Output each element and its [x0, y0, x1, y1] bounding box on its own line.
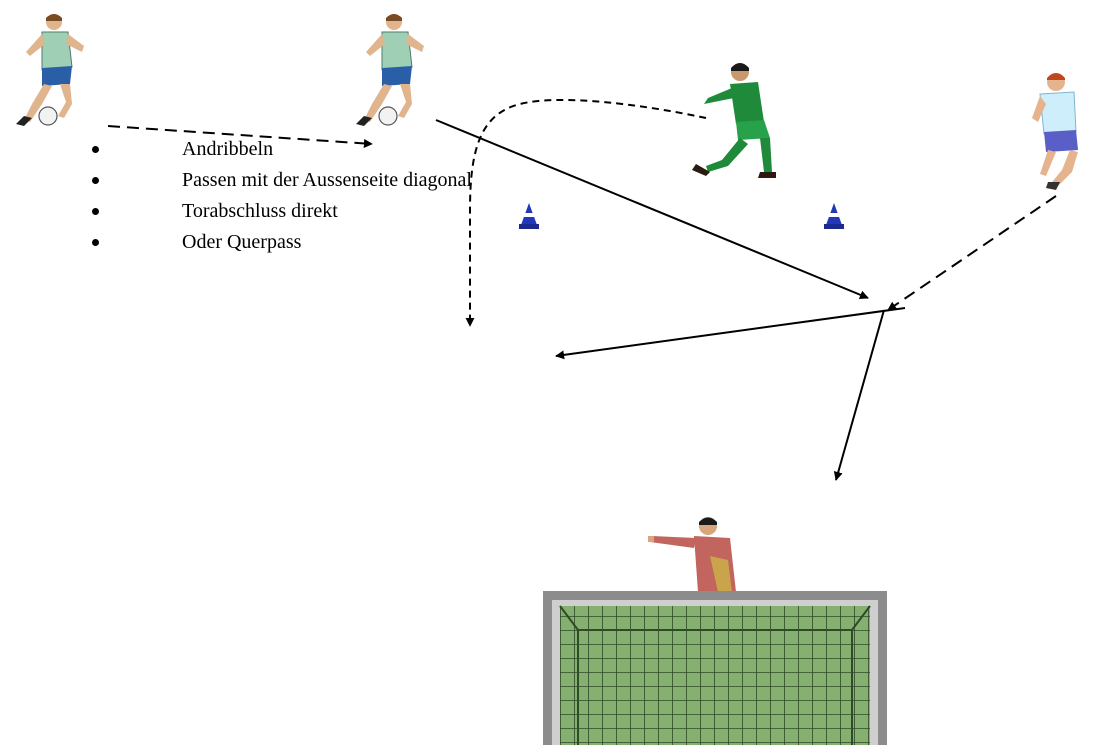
- shot-on-goal-arrow: [833, 309, 885, 481]
- instruction-shot: Torabschluss direkt: [182, 200, 338, 222]
- attacker-run-arrow: [887, 195, 1057, 311]
- dribble-run-arrow: [107, 125, 373, 148]
- cone-left-icon: [519, 203, 539, 229]
- cone-right-icon: [824, 203, 844, 229]
- dribbler-start-icon: [16, 14, 84, 126]
- bullet-icon: [92, 177, 99, 184]
- bullet-icon: [92, 239, 99, 246]
- goal-icon: [543, 591, 887, 745]
- instruction-pass: Passen mit der Aussenseite diagonal: [182, 169, 472, 191]
- bullet-icon: [92, 208, 99, 215]
- attacker-icon: [1032, 73, 1078, 190]
- instruction-dribble: Andribbeln: [182, 138, 274, 160]
- passer-green-icon: [692, 63, 776, 178]
- bullet-icon: [92, 146, 99, 153]
- instruction-cross: Oder Querpass: [182, 231, 302, 253]
- cross-pass-arrow: [555, 307, 906, 360]
- goalkeeper-icon: [648, 517, 736, 592]
- passer-curved-run-arrow: [465, 98, 707, 327]
- diagonal-pass-arrow: [435, 119, 869, 300]
- dribbler-pass-point-icon: [356, 14, 424, 126]
